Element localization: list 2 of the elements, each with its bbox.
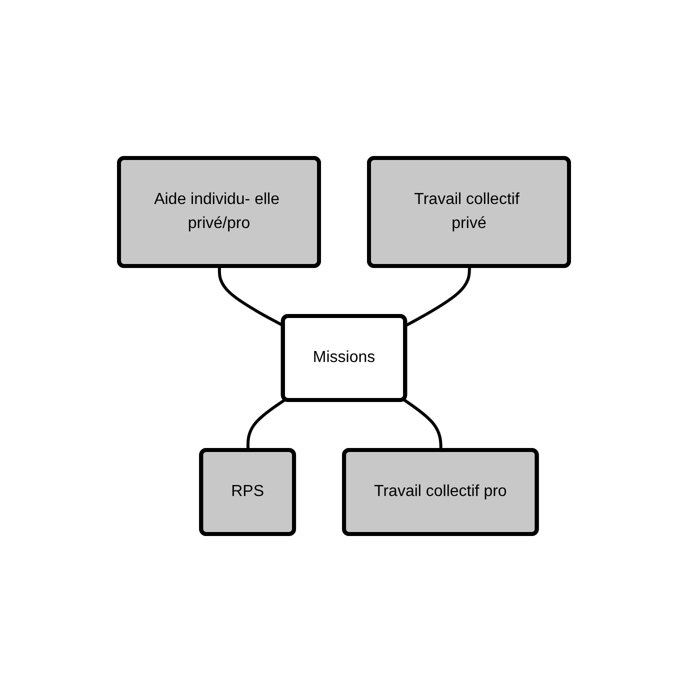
connector xyxy=(402,398,442,450)
connector xyxy=(246,398,286,450)
